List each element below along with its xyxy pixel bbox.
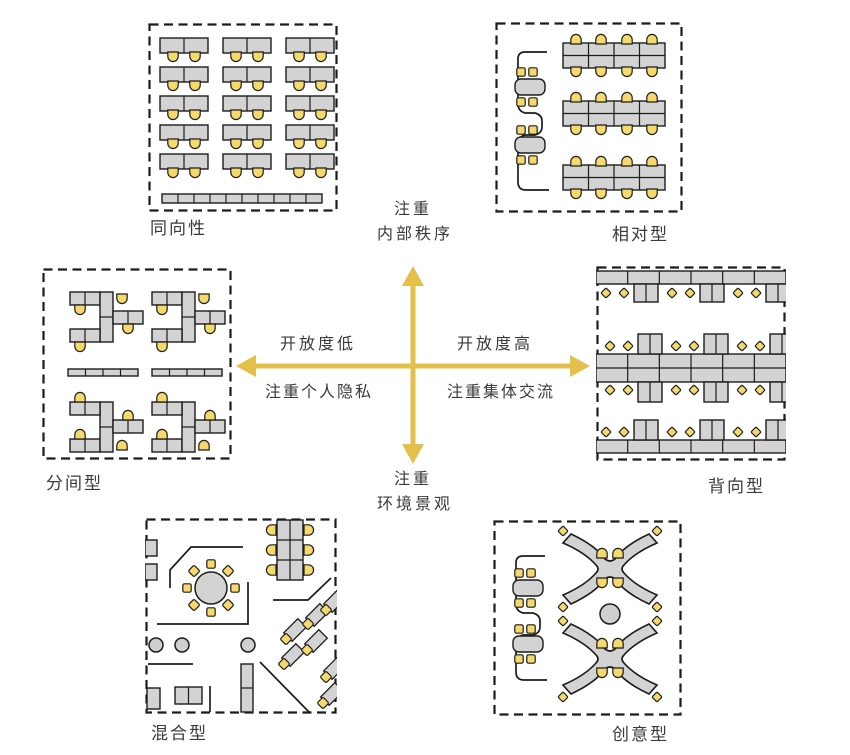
axis-top-line1: 注重 <box>393 201 433 218</box>
floorplan-back-to-back <box>596 266 786 461</box>
floorplan-creative <box>493 520 682 716</box>
floorplan-same-direction <box>148 23 338 212</box>
axis-right-line1: 开放度高 <box>456 336 534 353</box>
floorplan-mixed <box>145 518 337 714</box>
floorplan-partitioned <box>42 268 232 460</box>
label-same-direction: 同向性 <box>150 219 207 238</box>
label-mixed: 混合型 <box>151 724 208 743</box>
axis-right-line2: 注重集体交流 <box>446 384 556 401</box>
axis-bottom-line1: 注重 <box>393 471 433 488</box>
label-partitioned: 分间型 <box>46 474 103 493</box>
axis-bottom-line2: 环境景观 <box>376 496 454 513</box>
axis-left-line2: 注重个人隐私 <box>264 384 374 401</box>
floorplan-facing <box>495 22 683 213</box>
label-creative: 创意型 <box>612 725 669 744</box>
axis-top-line2: 内部秩序 <box>376 226 454 243</box>
label-back-to-back: 背向型 <box>708 477 765 496</box>
label-facing: 相对型 <box>612 225 669 244</box>
axis-left-line1: 开放度低 <box>279 336 357 353</box>
